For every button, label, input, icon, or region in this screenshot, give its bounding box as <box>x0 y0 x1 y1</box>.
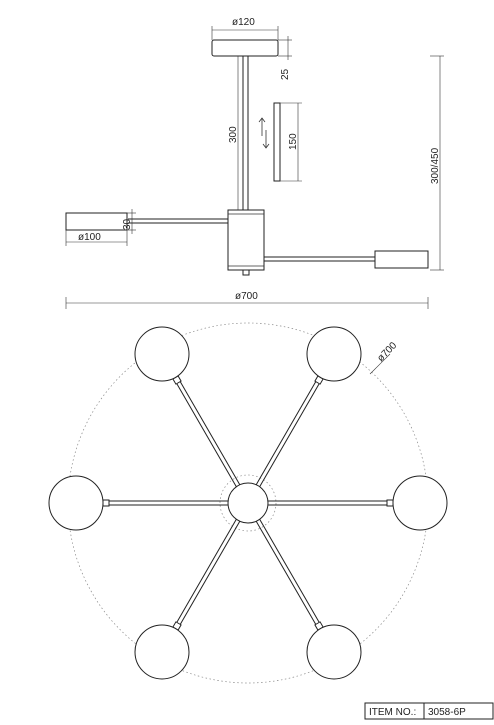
inner-dashed-circle <box>219 474 277 532</box>
globe-5 <box>134 624 190 680</box>
side-view-dimensions: ø120 25 300 150 300/450 30 ø100 ø70 <box>65 17 444 309</box>
globe-3 <box>48 475 104 531</box>
arms-group <box>103 376 393 630</box>
left-shade <box>65 212 128 231</box>
globes-group <box>48 326 448 680</box>
top-view: ø700 <box>48 322 448 684</box>
arm-5-edge-1 <box>173 519 237 628</box>
socket-4 <box>386 499 394 507</box>
globe-4 <box>392 475 448 531</box>
dim-total-height-text: 300/450 <box>430 147 441 184</box>
dim-overall-width-text: ø700 <box>235 291 258 302</box>
dim-extension-text: 150 <box>288 133 299 150</box>
title-block: ITEM NO.: 3058-6P <box>364 702 494 720</box>
dim-circle-leader <box>369 353 391 375</box>
dim-canopy-diameter-text: ø120 <box>232 17 255 28</box>
item-number-label: ITEM NO.: <box>369 707 416 718</box>
item-number-value: 3058-6P <box>428 707 466 718</box>
right-shade <box>374 250 429 269</box>
arm-2-edge-2 <box>255 376 320 485</box>
arm-2-edge-1 <box>259 378 323 487</box>
arm-5-edge-2 <box>176 521 241 630</box>
arrow-down-head <box>262 143 270 149</box>
extension-rod <box>273 102 281 182</box>
dim-circle-diameter-text: ø700 <box>375 340 399 364</box>
dim-rod-length-text: 300 <box>228 126 239 143</box>
globe-6 <box>306 624 362 680</box>
central-hub-body <box>227 209 265 271</box>
socket-3 <box>102 499 110 507</box>
arm-1-edge-2 <box>173 378 237 487</box>
globe-2 <box>306 326 362 382</box>
side-view <box>65 39 429 276</box>
dim-canopy-height-text: 25 <box>280 68 291 80</box>
arm-1-edge-1 <box>176 376 241 485</box>
dim-shade-height-text: 30 <box>122 218 133 230</box>
globe-1 <box>134 326 190 382</box>
arm-6-edge-1 <box>255 521 320 630</box>
ceiling-canopy <box>211 39 279 57</box>
center-hub <box>227 482 269 524</box>
arrow-up-head <box>258 117 266 123</box>
hub-bottom-cap <box>242 269 250 276</box>
title-block-frame <box>364 702 494 720</box>
arm-6-edge-2 <box>259 519 323 628</box>
dim-shade-diameter-text: ø100 <box>78 232 101 243</box>
